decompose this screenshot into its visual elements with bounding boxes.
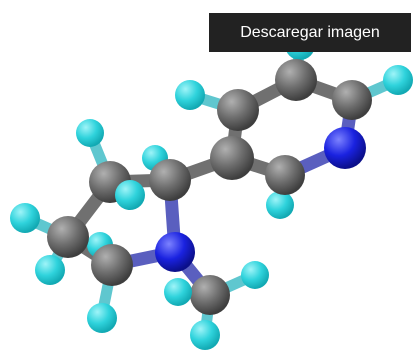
hydrogen-atom xyxy=(35,255,65,285)
carbon-atom xyxy=(217,89,259,131)
hydrogen-atom xyxy=(164,278,192,306)
carbon-atom xyxy=(149,159,191,201)
hydrogen-atom xyxy=(115,180,145,210)
hydrogen-atom xyxy=(190,320,220,350)
carbon-atom xyxy=(265,155,305,195)
carbon-atom xyxy=(91,244,133,286)
carbon-atom xyxy=(275,59,317,101)
hydrogen-atom xyxy=(383,65,413,95)
carbon-atom xyxy=(47,216,89,258)
hydrogen-atom xyxy=(175,80,205,110)
hydrogen-atom xyxy=(87,303,117,333)
carbon-atom xyxy=(332,80,372,120)
nitrogen-atom xyxy=(155,232,195,272)
carbon-atom xyxy=(210,136,254,180)
hydrogen-atom xyxy=(76,119,104,147)
hydrogen-atoms-front xyxy=(35,180,220,350)
nitrogen-atom xyxy=(324,127,366,169)
heavy-atoms xyxy=(47,59,372,315)
hydrogen-atom xyxy=(241,261,269,289)
download-image-button[interactable]: Descaregar imagen xyxy=(209,13,411,52)
hydrogen-atom xyxy=(266,191,294,219)
hydrogen-atom xyxy=(10,203,40,233)
carbon-atom xyxy=(190,275,230,315)
